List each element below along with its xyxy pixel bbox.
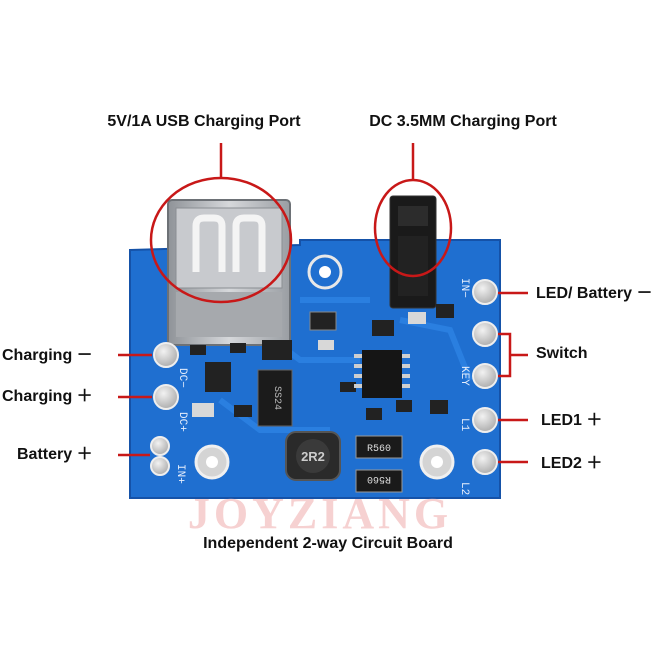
silk-dc-plus: DC+	[176, 412, 188, 432]
switch-bracket	[498, 332, 528, 378]
led2-label: LED2 ＋	[541, 455, 603, 472]
silk-l1: L1	[458, 418, 470, 432]
silkscreen-labels: IN− KEY L1 L2 DC− DC+ IN+	[174, 278, 470, 495]
ic-chip	[354, 350, 410, 398]
pad-charging-minus	[153, 342, 179, 368]
charging-minus-label: Charging －	[2, 347, 93, 364]
inductor-label: 2R2	[301, 449, 325, 464]
annotation-leaders	[118, 143, 528, 464]
pad-led-battery	[472, 279, 498, 305]
silk-in-minus: IN−	[458, 278, 470, 298]
silk-in-plus: IN+	[174, 464, 186, 484]
pad-charging-plus	[153, 384, 179, 410]
watermark-logo: JOYZIANG	[188, 489, 452, 538]
switch-label: Switch	[536, 345, 588, 362]
smd-components	[190, 304, 454, 420]
silk-l2: L2	[458, 482, 470, 495]
dc-port-label: DC 3.5MM Charging Port	[369, 113, 557, 130]
chip-ss24-label: SS24	[271, 386, 282, 410]
pad-led1	[472, 407, 498, 433]
charging-plus-label: Charging ＋	[2, 388, 93, 405]
inductor: 2R2	[285, 431, 341, 481]
silk-dc-minus: DC−	[176, 368, 188, 388]
pad-switch-top	[472, 321, 498, 347]
caption: Independent 2-way Circuit Board	[203, 535, 453, 552]
silk-key: KEY	[458, 366, 470, 386]
pad-switch-bottom	[472, 363, 498, 389]
mounting-hole-bottom-left	[194, 444, 230, 480]
led1-label: LED1 ＋	[541, 412, 603, 429]
dc-jack	[389, 195, 437, 309]
battery-plus-label: Battery ＋	[17, 446, 93, 463]
pads	[150, 279, 498, 476]
pad-led2	[472, 449, 498, 475]
pad-battery-plus-1	[150, 436, 170, 456]
resistor-top: R560	[355, 435, 403, 459]
pad-battery-plus-2	[150, 456, 170, 476]
diode-ss24: SS24	[257, 369, 293, 427]
mounting-hole-top	[307, 254, 343, 290]
usb-port-label: 5V/1A USB Charging Port	[107, 113, 301, 130]
resistor-top-label: R560	[367, 444, 391, 455]
usb-port	[167, 199, 291, 346]
resistor-bottom-label: R560	[367, 473, 391, 484]
resistor-bottom: R560	[355, 469, 403, 493]
mounting-hole-bottom-right	[419, 444, 455, 480]
led-battery-label: LED/ Battery －	[536, 285, 653, 302]
